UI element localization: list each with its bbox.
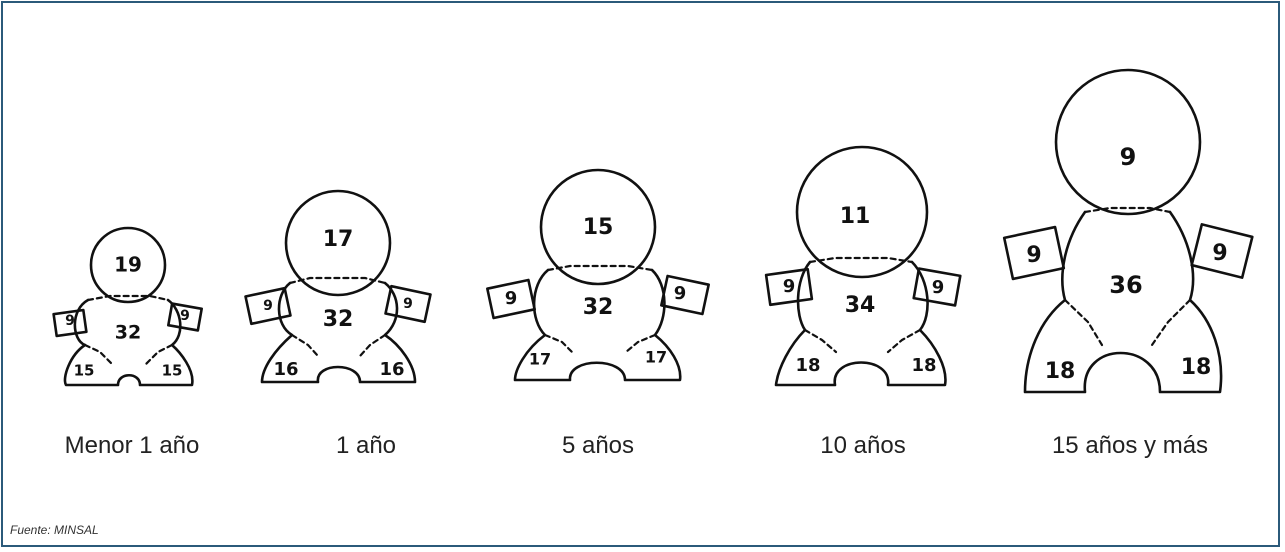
arm-left-region xyxy=(244,286,292,326)
leg-left-value: 16 xyxy=(273,359,298,380)
figure-10-years: 11 9 9 34 18 18 xyxy=(764,145,962,387)
head-value: 17 xyxy=(323,227,354,252)
hip-divider-left xyxy=(1063,298,1104,347)
leg-left-value: 17 xyxy=(529,350,551,369)
leg-left-value: 15 xyxy=(74,362,95,380)
arm-left-region xyxy=(764,267,814,307)
arm-left-value: 9 xyxy=(783,276,796,297)
neck-divider xyxy=(288,276,387,285)
arm-left-value: 9 xyxy=(505,288,518,309)
hip-divider-left xyxy=(290,333,320,358)
trunk-value: 32 xyxy=(115,322,141,344)
hip-divider-left xyxy=(803,328,838,354)
arm-right-region xyxy=(660,274,710,316)
arm-left-value: 9 xyxy=(263,298,273,314)
head-region xyxy=(795,145,929,279)
leg-right-value: 16 xyxy=(379,359,404,380)
arm-left-region xyxy=(486,278,536,320)
arm-right-value: 9 xyxy=(180,308,190,324)
arm-right-value: 9 xyxy=(403,296,413,312)
figure-label-1-year: 1 año xyxy=(335,432,397,459)
hip-divider-right xyxy=(358,333,387,358)
head-region xyxy=(89,226,167,304)
leg-right-value: 15 xyxy=(162,362,183,380)
hip-divider-left xyxy=(83,343,114,366)
neck-divider xyxy=(808,256,914,264)
neck-divider xyxy=(1083,206,1172,214)
figure-5-years: 15 9 9 32 17 17 xyxy=(486,168,710,382)
leg-right-value: 17 xyxy=(645,348,667,367)
arm-right-value: 9 xyxy=(1212,241,1227,266)
arm-right-region xyxy=(1190,223,1254,279)
trunk-value: 32 xyxy=(583,295,614,320)
hip-divider-left xyxy=(543,333,574,354)
leg-right-value: 18 xyxy=(911,355,936,376)
trunk-value: 36 xyxy=(1109,271,1142,299)
figure-1-year: 17 9 9 32 16 16 xyxy=(244,189,432,384)
head-region xyxy=(1054,68,1202,216)
arm-right-value: 9 xyxy=(932,277,945,298)
source-note: Fuente: MINSAL xyxy=(10,523,99,537)
figure-label-5-years: 5 años xyxy=(561,432,635,459)
head-value: 9 xyxy=(1120,143,1137,171)
arm-right-region xyxy=(912,267,962,307)
figure-label-15-years-plus: 15 años y más xyxy=(1051,432,1209,459)
arm-left-region xyxy=(52,308,88,338)
head-value: 15 xyxy=(583,215,614,240)
leg-right-value: 18 xyxy=(1181,355,1212,380)
body-outline xyxy=(260,281,417,384)
leg-left-value: 18 xyxy=(795,355,820,376)
head-region xyxy=(539,168,657,286)
hip-divider-right xyxy=(144,343,174,366)
head-value: 19 xyxy=(114,253,142,277)
arm-right-region xyxy=(384,284,432,324)
neck-divider xyxy=(546,264,654,272)
figure-label-infant: Menor 1 año xyxy=(64,432,200,459)
trunk-value: 32 xyxy=(323,307,354,332)
arm-left-region xyxy=(1002,225,1066,281)
leg-left-value: 18 xyxy=(1045,359,1076,384)
hip-divider-right xyxy=(1150,298,1192,347)
arm-left-value: 9 xyxy=(1026,243,1041,268)
trunk-value: 34 xyxy=(845,293,876,318)
body-outline xyxy=(513,268,682,382)
hip-divider-right xyxy=(624,333,657,354)
head-value: 11 xyxy=(840,204,871,229)
neck-divider xyxy=(86,294,170,302)
figure-label-10-years: 10 años xyxy=(820,432,906,459)
hip-divider-right xyxy=(886,328,922,354)
figure-infant: 19 9 9 32 15 15 xyxy=(52,226,203,387)
arm-left-value: 9 xyxy=(65,313,75,329)
head-region xyxy=(284,189,392,297)
figure-15-years-plus: 9 9 9 36 18 18 xyxy=(1002,68,1254,394)
arm-right-region xyxy=(167,302,203,332)
arm-right-value: 9 xyxy=(674,283,687,304)
